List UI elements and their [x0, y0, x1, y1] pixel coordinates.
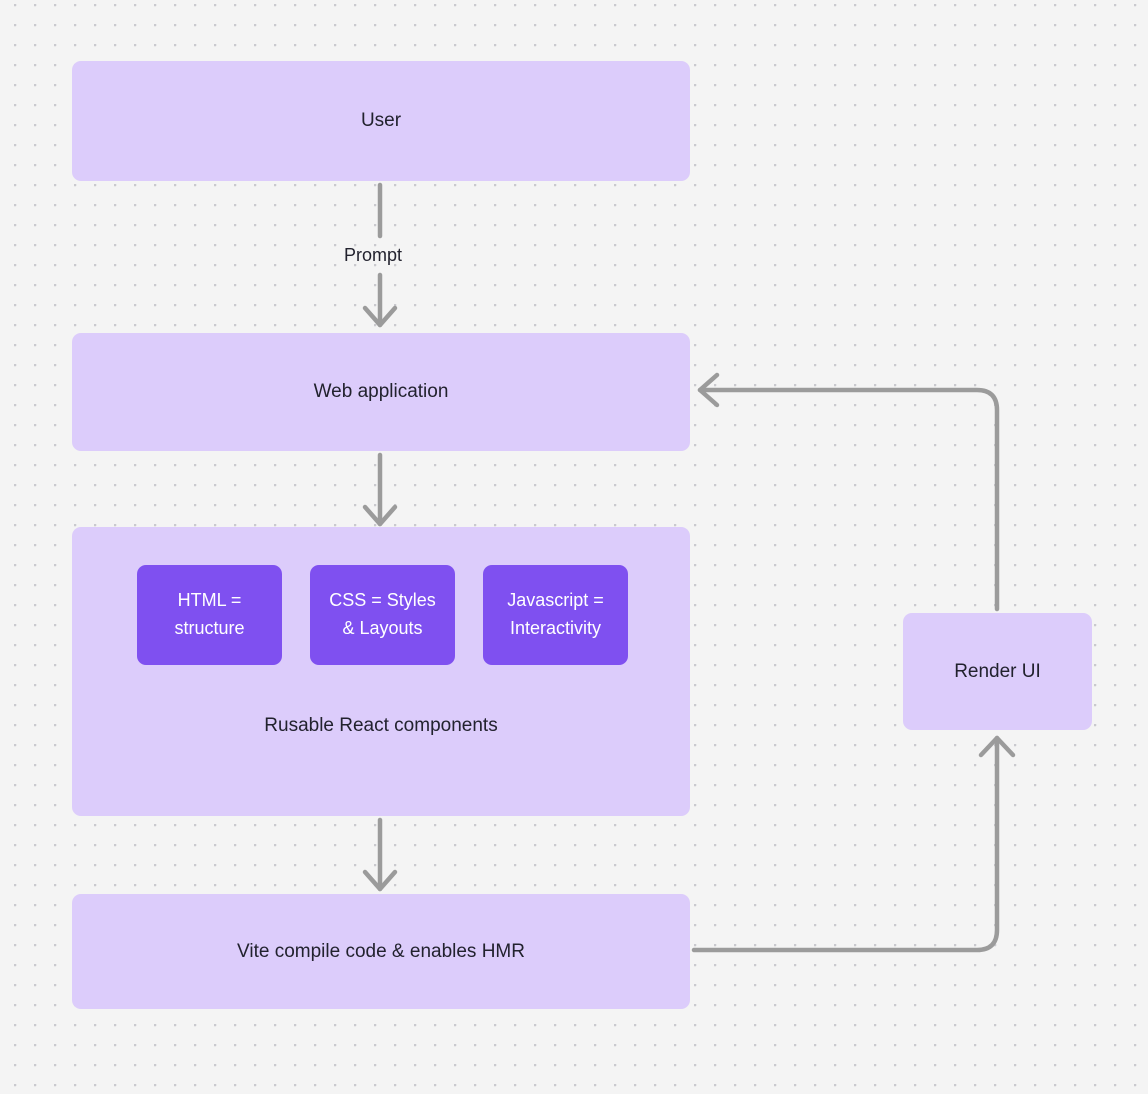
node-render-ui-label: Render UI	[954, 660, 1041, 682]
node-user[interactable]: User	[72, 61, 690, 181]
react-components-caption: Rusable React components	[264, 715, 498, 736]
arrowhead-up-render	[978, 735, 1016, 758]
node-vite[interactable]: Vite compile code & enables HMR	[72, 894, 690, 1009]
node-user-label: User	[360, 110, 402, 132]
arrowhead-down-vite	[362, 869, 398, 892]
node-javascript-label: Javascript = Interactivity	[507, 590, 604, 638]
node-web-application-label: Web application	[313, 381, 449, 403]
react-parts-row: HTML = structure CSS = Styles & Layouts …	[137, 565, 628, 665]
arrowhead-down-webapp	[362, 305, 398, 328]
node-web-application[interactable]: Web application	[72, 333, 690, 451]
node-css-label: CSS = Styles & Layouts	[329, 590, 436, 638]
node-html-label: HTML = structure	[174, 590, 245, 638]
node-vite-label: Vite compile code & enables HMR	[237, 940, 525, 962]
arrowhead-down-react	[362, 504, 398, 527]
edge-render-to-webapp	[697, 387, 1000, 612]
node-html[interactable]: HTML = structure	[137, 565, 282, 665]
arrowhead-left-webapp	[697, 372, 720, 408]
node-render-ui[interactable]: Render UI	[903, 613, 1092, 730]
node-css[interactable]: CSS = Styles & Layouts	[310, 565, 455, 665]
edge-vite-to-render	[691, 735, 1000, 953]
node-javascript[interactable]: Javascript = Interactivity	[483, 565, 628, 665]
node-react-components-group[interactable]: HTML = structure CSS = Styles & Layouts …	[72, 527, 690, 816]
edge-label-prompt: Prompt	[344, 245, 403, 265]
